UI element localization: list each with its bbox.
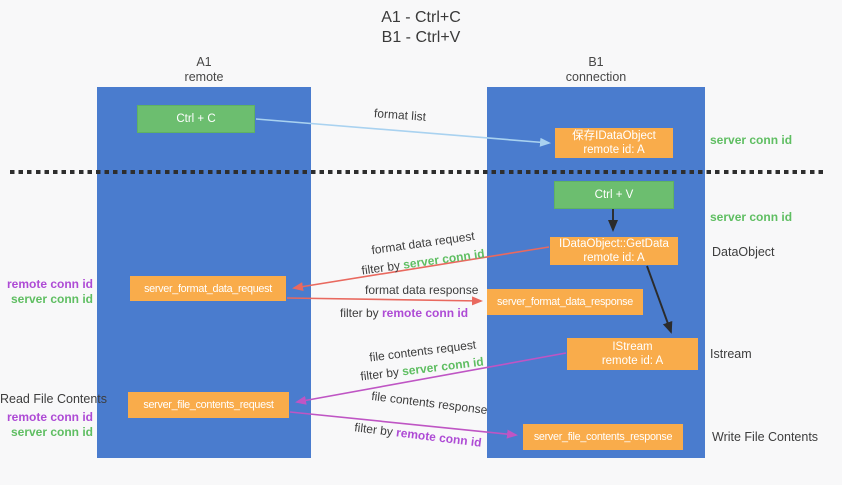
- node-server-file-contents-response: server_file_contents_response: [523, 424, 683, 450]
- lane-a1-role: remote: [184, 70, 224, 84]
- remote-conn-id-text: remote conn id: [382, 306, 469, 320]
- arrow-format-data-response: [286, 296, 483, 306]
- label-file-contents-response: file contents response: [370, 388, 489, 418]
- node-format-request-label: server_format_data_request: [144, 282, 272, 295]
- label-format-data-response: format data response: [365, 283, 479, 297]
- filter-by-text: filter by: [340, 306, 383, 320]
- lane-b1-role: connection: [565, 70, 627, 84]
- node-format-response-label: server_format_data_response: [497, 296, 633, 308]
- lane-header-a1: A1 remote: [97, 55, 311, 85]
- label-format-list: format list: [373, 106, 427, 124]
- right-istream-label: Istream: [710, 347, 752, 361]
- dotted-divider: [10, 170, 826, 174]
- label-filter-remote-2: filter by remote conn id: [354, 420, 483, 449]
- filter-by-text: filter by: [360, 257, 405, 278]
- node-ctrl-c-label: Ctrl + C: [176, 113, 216, 125]
- right-dataobject-label: DataObject: [712, 245, 775, 259]
- node-file-response-label: server_file_contents_response: [533, 431, 673, 443]
- left-remote-conn-id-1: remote conn id: [6, 277, 93, 291]
- lane-b1-name: B1: [588, 55, 604, 69]
- remote-conn-id-text: remote conn id: [395, 425, 483, 450]
- title-line-1: A1 - Ctrl+C: [381, 9, 461, 26]
- node-server-file-contents-request: server_file_contents_request: [128, 392, 289, 418]
- node-save-idataobject-line1: 保存IDataObject: [572, 130, 656, 142]
- filter-by-text: filter by: [353, 420, 398, 440]
- left-server-conn-id-2: server conn id: [10, 425, 93, 439]
- left-remote-conn-id-2: remote conn id: [6, 410, 93, 424]
- left-read-file-contents-label: Read File Contents: [0, 392, 108, 406]
- right-server-conn-id-mid: server conn id: [710, 210, 793, 224]
- node-getdata-line2: remote id: A: [583, 252, 645, 264]
- label-filter-remote-1: filter by remote conn id: [340, 306, 468, 320]
- filter-by-text: filter by: [359, 364, 404, 384]
- node-server-format-data-request: server_format_data_request: [130, 276, 286, 301]
- node-file-request-label: server_file_contents_request: [143, 399, 274, 411]
- node-idataobject-getdata: IDataObject::GetData remote id: A: [550, 237, 678, 265]
- node-ctrl-c: Ctrl + C: [137, 105, 255, 133]
- node-istream: IStream remote id: A: [567, 338, 698, 370]
- right-write-file-contents-label: Write File Contents: [712, 430, 819, 444]
- diagram-title: A1 - Ctrl+C B1 - Ctrl+V: [0, 8, 842, 48]
- left-server-conn-id-1: server conn id: [10, 292, 93, 306]
- node-istream-line2: remote id: A: [601, 355, 664, 367]
- node-ctrl-v: Ctrl + V: [554, 181, 674, 209]
- node-save-idataobject: 保存IDataObject remote id: A: [555, 128, 673, 158]
- title-line-2: B1 - Ctrl+V: [381, 29, 461, 46]
- node-ctrl-v-label: Ctrl + V: [594, 189, 634, 201]
- node-server-format-data-response: server_format_data_response: [487, 289, 643, 315]
- node-save-idataobject-line2: remote id: A: [583, 144, 645, 156]
- right-server-conn-id-top: server conn id: [710, 133, 793, 147]
- lane-header-b1: B1 connection: [487, 55, 705, 85]
- node-istream-line1: IStream: [612, 341, 653, 353]
- lane-a1-name: A1: [196, 55, 212, 69]
- node-getdata-line1: IDataObject::GetData: [559, 238, 669, 250]
